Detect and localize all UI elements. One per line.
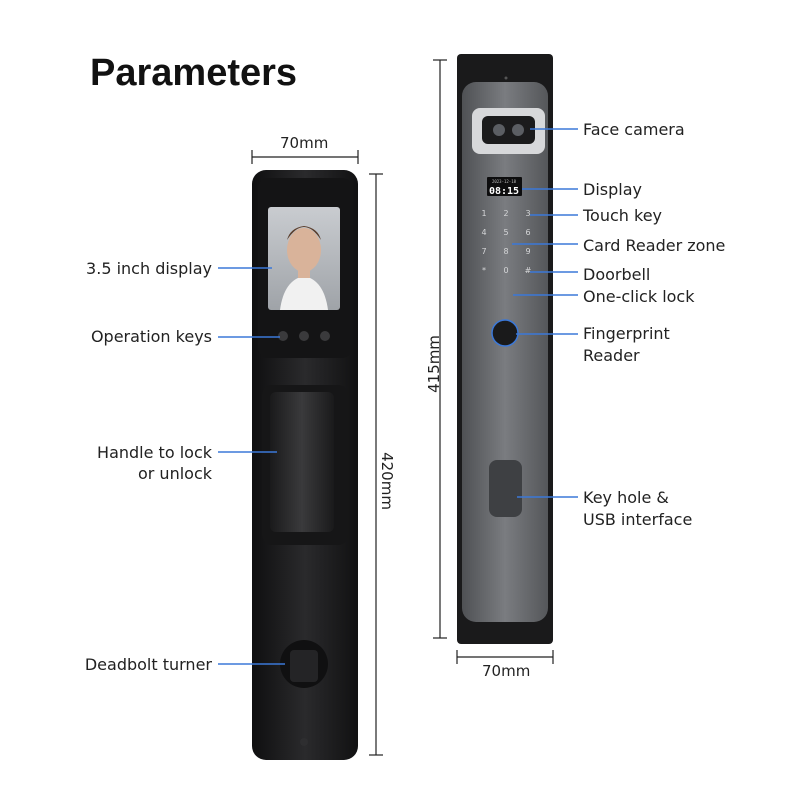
fingerprint-reader[interactable] [492, 320, 518, 346]
face-image [280, 226, 328, 310]
touch-key-6[interactable]: 6 [525, 228, 530, 237]
touch-key-0[interactable]: 0 [503, 266, 508, 275]
front-height-label: 420mm [377, 452, 396, 510]
operation-key-3[interactable] [320, 331, 330, 341]
label-handle-line1: Handle to lock [97, 443, 212, 462]
back-lock-panel [462, 82, 548, 622]
touch-key-9[interactable]: 9 [525, 247, 530, 256]
front-width-dimension [251, 150, 359, 164]
mini-display-time: 08:15 [489, 186, 519, 197]
back-height-label: 415mm [424, 335, 443, 393]
label-handle-line2: or unlock [137, 464, 212, 483]
label-keyhole-line2: USB interface [583, 510, 693, 529]
camera-lens-1 [493, 124, 505, 136]
front-height-dimension [369, 173, 383, 756]
operation-key-1[interactable] [278, 331, 288, 341]
touch-keypad: 1 2 3 4 5 6 7 8 9 * 0 # [481, 209, 531, 275]
label-operation-keys: Operation keys [90, 327, 212, 346]
mini-display [487, 177, 522, 196]
touch-key-8[interactable]: 8 [503, 247, 508, 256]
label-mini-display: Display [583, 180, 642, 199]
touch-key-4[interactable]: 4 [481, 228, 486, 237]
label-one-click-lock: One-click lock [583, 287, 695, 306]
handle[interactable] [270, 392, 334, 532]
back-width-dimension [456, 650, 554, 664]
touch-key-hash[interactable]: # [525, 266, 532, 275]
back-lock: 2023-12-18 08:15 1 2 3 4 5 6 7 8 9 * 0 # [457, 54, 553, 644]
touch-key-3[interactable]: 3 [525, 209, 530, 218]
touch-key-1[interactable]: 1 [481, 209, 486, 218]
touch-key-star[interactable]: * [482, 266, 486, 275]
label-deadbolt: Deadbolt turner [84, 655, 212, 674]
label-fingerprint-line1: Fingerprint [583, 324, 670, 343]
camera-window [482, 116, 535, 144]
mini-display-date: 2023-12-18 [492, 179, 517, 184]
front-width-label: 70mm [280, 134, 329, 152]
front-lock [252, 170, 358, 760]
label-keyhole-line1: Key hole & [583, 488, 669, 507]
operation-key-2[interactable] [299, 331, 309, 341]
label-display: 3.5 inch display [86, 259, 212, 278]
label-fingerprint-line2: Reader [583, 346, 640, 365]
keyhole-cover[interactable] [489, 460, 522, 517]
page-title: Parameters [90, 52, 298, 94]
back-sensor-dot [504, 76, 508, 80]
leader-lines [218, 128, 578, 665]
label-card-reader: Card Reader zone [583, 236, 726, 255]
deadbolt-knob[interactable] [290, 650, 318, 682]
back-height-dimension [433, 59, 447, 639]
fingerprint-ring [491, 319, 519, 347]
touch-key-7[interactable]: 7 [481, 247, 486, 256]
label-doorbell: Doorbell [583, 265, 651, 284]
touch-key-2[interactable]: 2 [503, 209, 508, 218]
back-width-label: 70mm [482, 662, 531, 680]
camera-lens-2 [512, 124, 524, 136]
label-face-camera: Face camera [583, 120, 685, 139]
front-screw [300, 738, 308, 746]
touch-key-5[interactable]: 5 [503, 228, 508, 237]
label-touch-key: Touch key [583, 206, 663, 225]
